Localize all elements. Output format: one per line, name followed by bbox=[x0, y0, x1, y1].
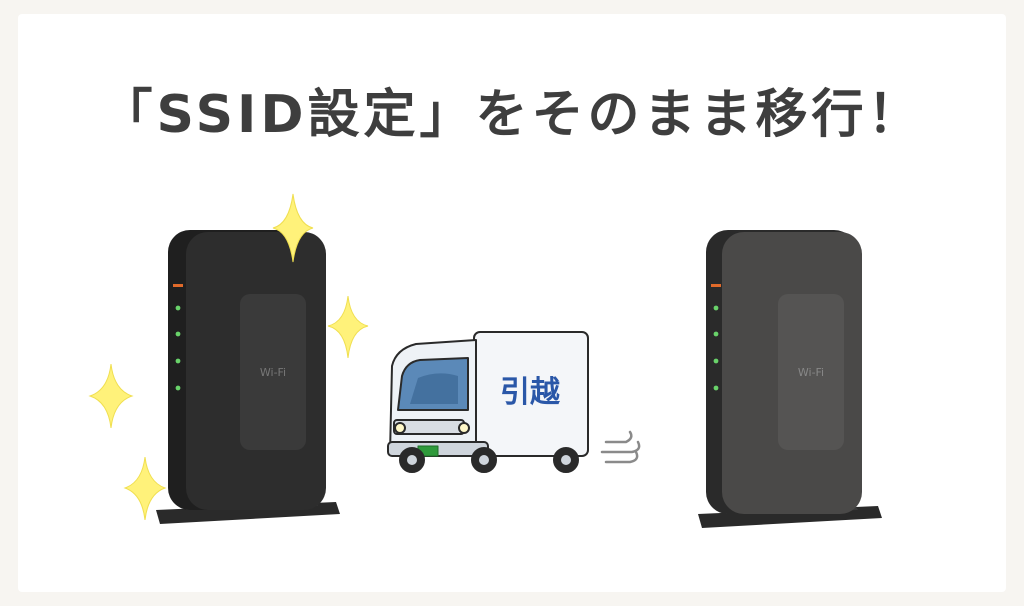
page-title: 「SSID設定」をそのまま移行！ bbox=[100, 85, 924, 145]
router-old bbox=[698, 230, 882, 528]
router-new bbox=[156, 230, 340, 524]
sparkle-icon bbox=[272, 193, 314, 263]
sparkle-icon bbox=[88, 363, 134, 429]
sparkle-icon bbox=[327, 295, 369, 359]
image-card: 「SSID設定」をそのまま移行！ Wi-Fi bbox=[18, 14, 1006, 592]
router-new-brand: Wi-Fi bbox=[260, 366, 286, 379]
illustration: Wi-Fi Wi-Fi bbox=[88, 193, 882, 528]
exhaust-puff-icon bbox=[600, 430, 641, 464]
moving-truck bbox=[387, 331, 589, 473]
sparkle-icon bbox=[123, 456, 167, 521]
router-old-brand: Wi-Fi bbox=[798, 366, 824, 379]
truck-sign: 引越 bbox=[500, 375, 561, 410]
